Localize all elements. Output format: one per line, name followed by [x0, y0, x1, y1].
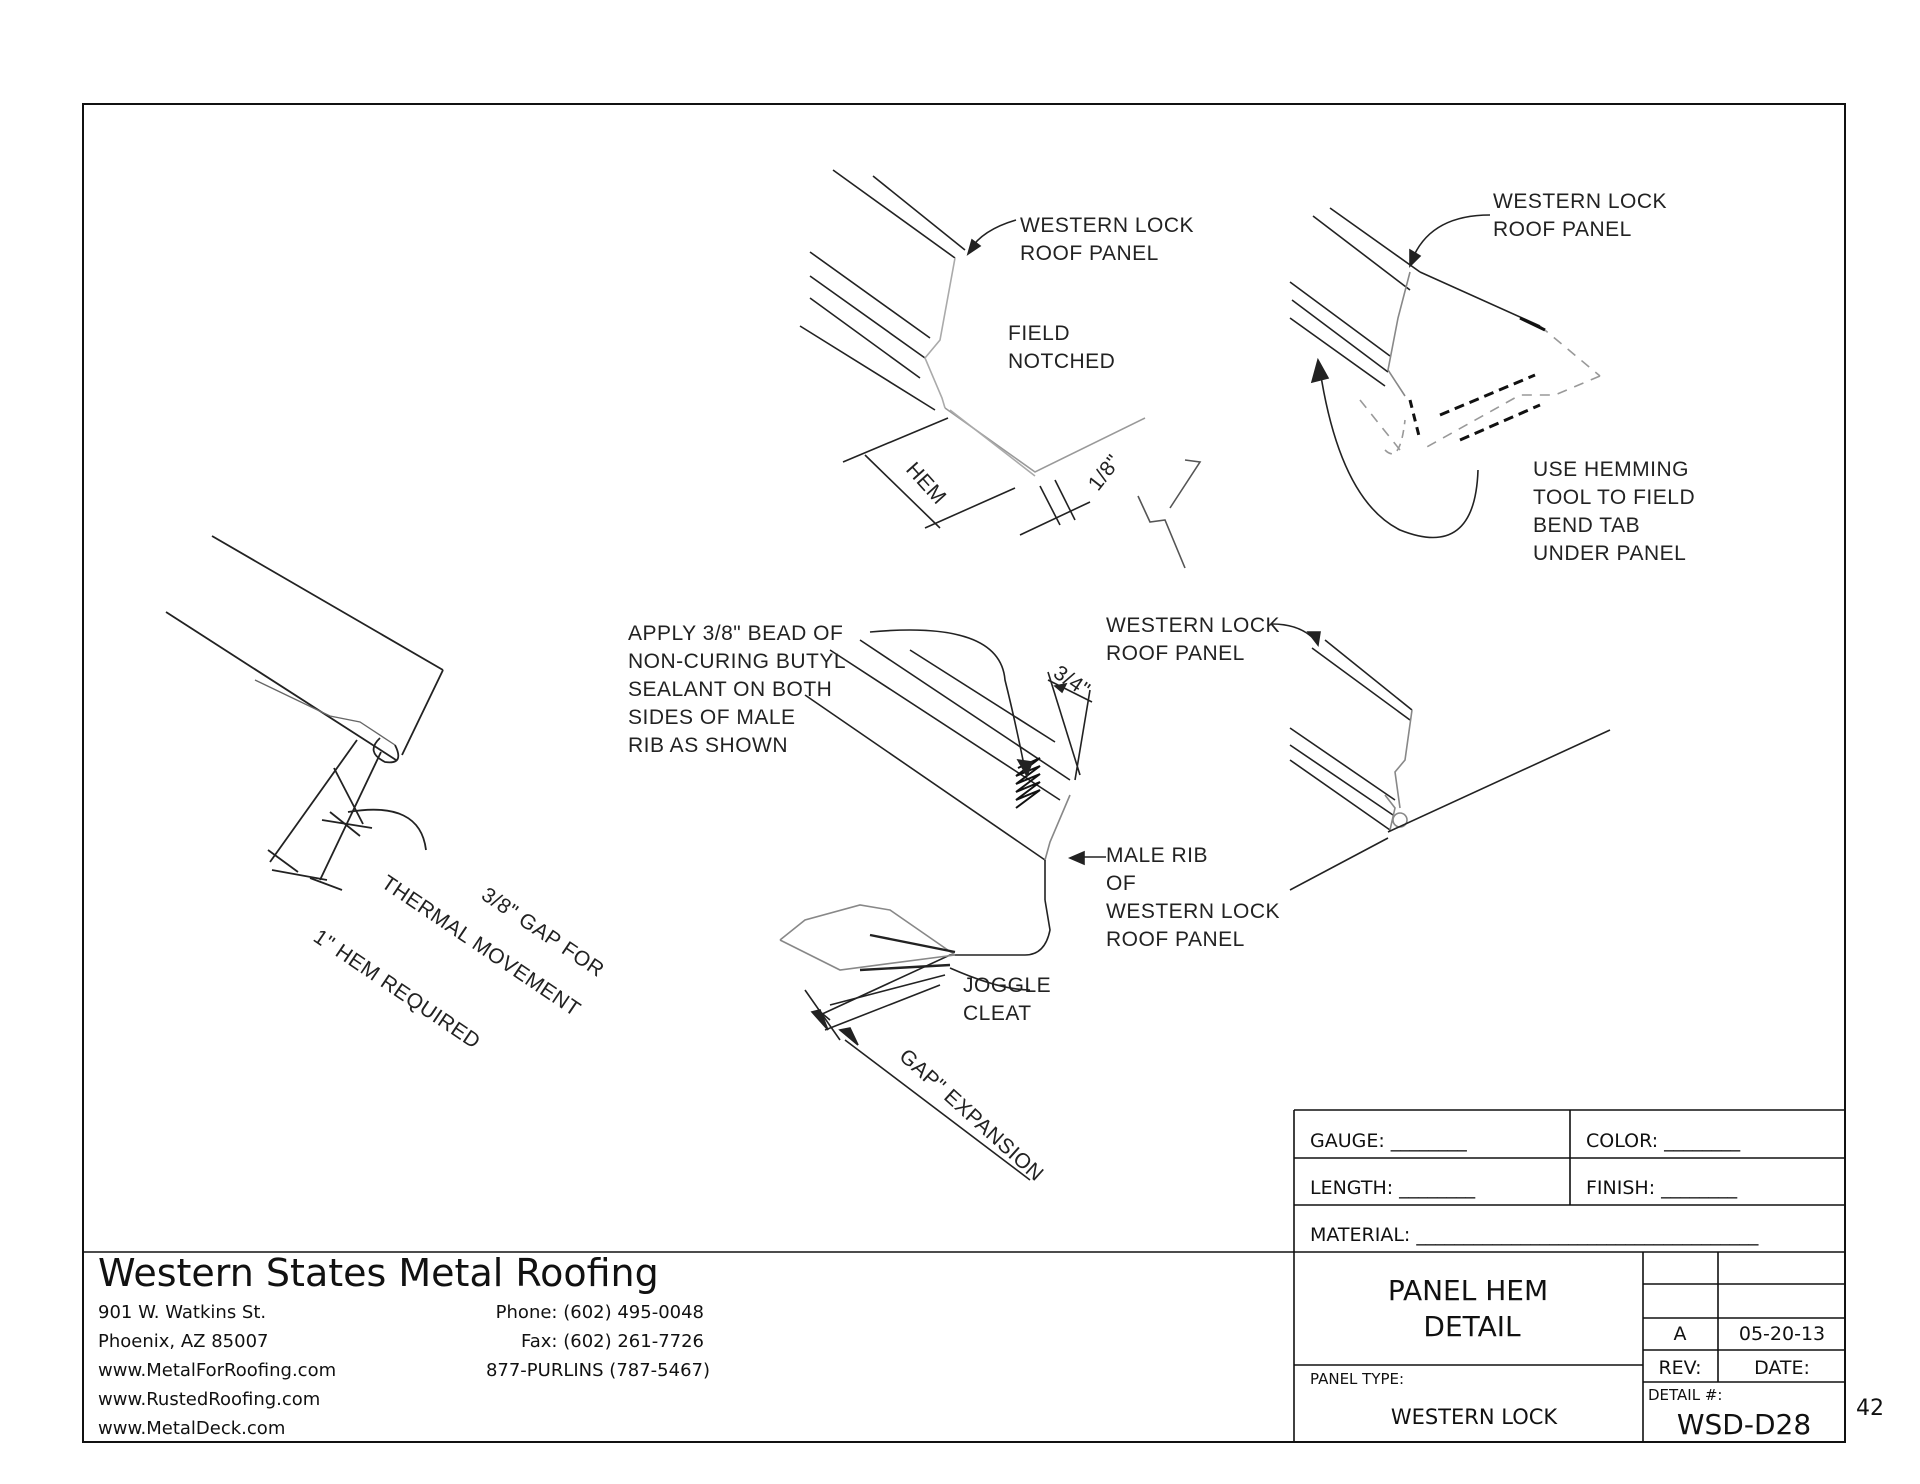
company-web2: www.RustedRoofing.com [98, 1389, 320, 1410]
label-field-notched-a: FIELD [1008, 322, 1070, 345]
page-number: 42 [1856, 1396, 1884, 1421]
company-name: Western States Metal Roofing [98, 1251, 659, 1295]
panel-type-value: WESTERN LOCK [1391, 1405, 1559, 1429]
date-value: 05-20-13 [1739, 1323, 1825, 1345]
company-phone: Phone: (602) 495-0048 [496, 1302, 704, 1323]
field-gauge: GAUGE: ________ [1310, 1130, 1467, 1152]
field-length: LENGTH: ________ [1310, 1177, 1476, 1199]
label-male-rib-b: OF [1106, 872, 1136, 895]
drawing-title-line2: DETAIL [1423, 1310, 1521, 1343]
label-joggle-a: JOGGLE [963, 974, 1051, 997]
company-web1: www.MetalForRoofing.com [98, 1360, 336, 1381]
field-material: MATERIAL: ______________________________… [1310, 1224, 1759, 1246]
rev-label: REV: [1658, 1357, 1701, 1379]
label-western-lock-2a: WESTERN LOCK [1493, 190, 1667, 213]
label-hemming-d: UNDER PANEL [1533, 542, 1686, 565]
thermal-gap-detail [165, 535, 444, 891]
hemming-detail [1289, 207, 1601, 539]
label-western-lock-1b: ROOF PANEL [1020, 242, 1159, 265]
label-gap-expansion: GAP" EXPANSION [895, 1045, 1048, 1186]
label-bead-b: NON-CURING BUTYL [628, 650, 846, 673]
company-fax: Fax: (602) 261-7726 [521, 1331, 704, 1352]
sheet-border [82, 103, 1846, 1443]
label-western-lock-2b: ROOF PANEL [1493, 218, 1632, 241]
date-label: DATE: [1754, 1357, 1810, 1379]
label-joggle-b: CLEAT [963, 1002, 1032, 1025]
field-color: COLOR: ________ [1586, 1130, 1741, 1152]
panel-type-label: PANEL TYPE: [1310, 1370, 1404, 1388]
detail-value: WSD-D28 [1677, 1408, 1811, 1441]
finished-lock-detail [1271, 623, 1611, 891]
company-address1: 901 W. Watkins St. [98, 1302, 266, 1323]
company-address2: Phoenix, AZ 85007 [98, 1331, 268, 1352]
label-bead-c: SEALANT ON BOTH [628, 678, 832, 701]
drawing-title-line1: PANEL HEM [1388, 1274, 1548, 1307]
label-male-rib-a: MALE RIB [1106, 844, 1208, 867]
field-notch-detail [799, 169, 1202, 569]
label-bead-a: APPLY 3/8" BEAD OF [628, 622, 843, 645]
label-western-lock-3a: WESTERN LOCK [1106, 614, 1280, 637]
company-web3: www.MetalDeck.com [98, 1418, 285, 1439]
label-hem: HEM [901, 458, 950, 509]
label-eighth: 1/8" [1084, 450, 1126, 495]
label-western-lock-1a: WESTERN LOCK [1020, 214, 1194, 237]
label-hemming-c: BEND TAB [1533, 514, 1640, 537]
rev-value: A [1674, 1323, 1687, 1345]
label-bead-d: SIDES OF MALE [628, 706, 796, 729]
label-field-notched-b: NOTCHED [1008, 350, 1115, 373]
label-western-lock-3b: ROOF PANEL [1106, 642, 1245, 665]
detail-label: DETAIL #: [1648, 1386, 1722, 1404]
label-male-rib-d: ROOF PANEL [1106, 928, 1245, 951]
label-bead-e: RIB AS SHOWN [628, 734, 788, 757]
label-male-rib-c: WESTERN LOCK [1106, 900, 1280, 923]
title-block-grid [83, 1109, 1845, 1442]
company-tollfree: 877-PURLINS (787-5467) [486, 1360, 710, 1381]
sealant-detail [779, 629, 1106, 1181]
label-hemming-b: TOOL TO FIELD [1533, 486, 1695, 509]
field-finish: FINISH: ________ [1586, 1177, 1738, 1199]
label-hemming-a: USE HEMMING [1533, 458, 1689, 481]
